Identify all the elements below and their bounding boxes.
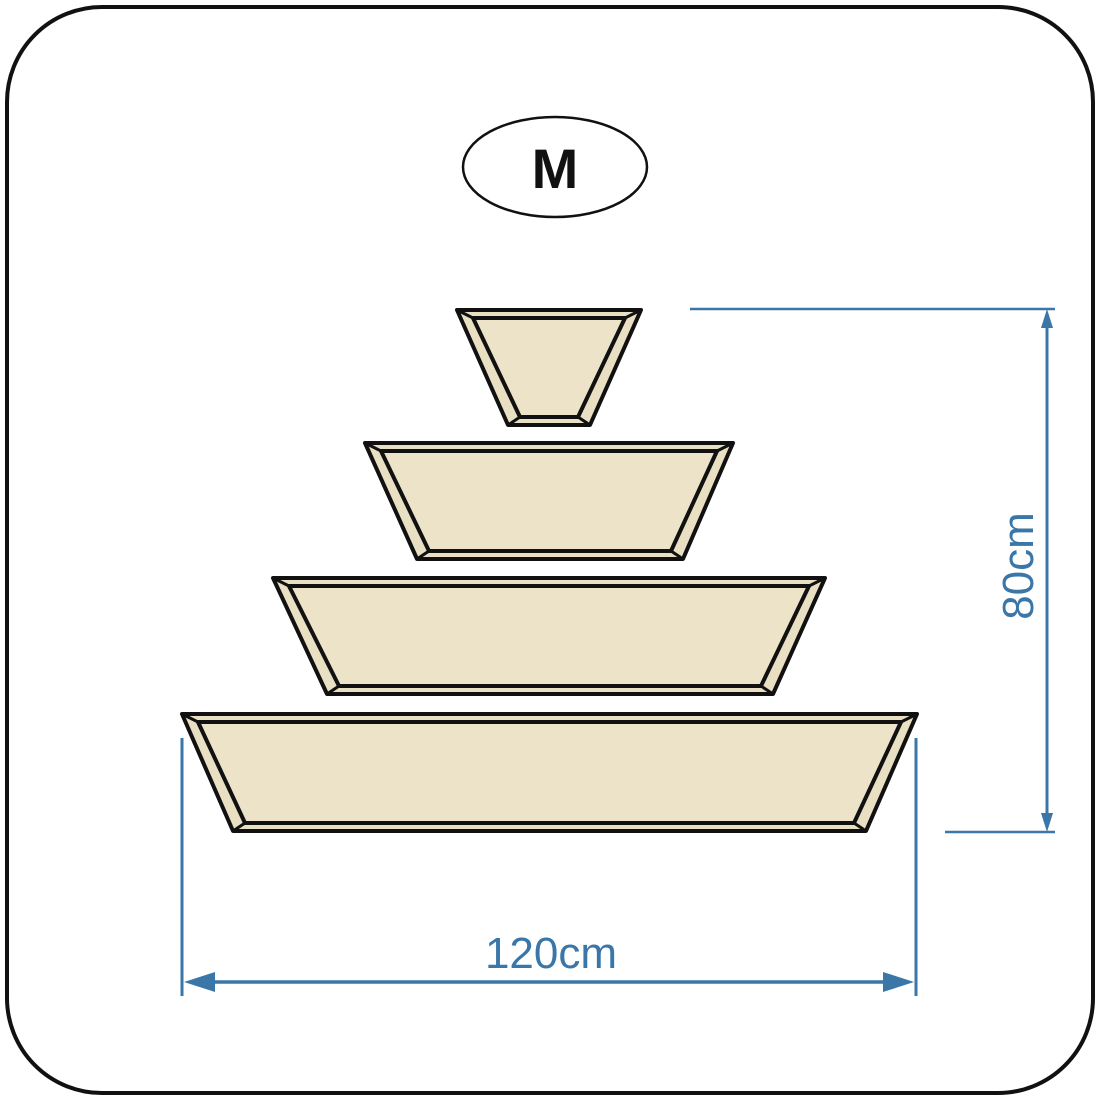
- tier-corner-bevel: [853, 821, 867, 833]
- tier-corner-bevel: [507, 415, 521, 427]
- arrow-left-icon: [184, 972, 215, 992]
- tier-corner-bevel: [808, 576, 826, 588]
- width-label: 120cm: [485, 929, 617, 978]
- tier-corner-bevel: [416, 549, 430, 561]
- size-badge-ellipse: [461, 115, 649, 219]
- tier-corner-bevel: [716, 441, 734, 453]
- width-dimension: 120cm: [180, 738, 918, 996]
- tier-inner-panel: [287, 584, 811, 688]
- tier-corner-bevel: [670, 549, 684, 561]
- height-dimension: 80cm: [690, 307, 1055, 834]
- tier-inner-panel: [379, 449, 719, 553]
- arrow-down-icon: [1041, 813, 1053, 832]
- tier-corner-bevel: [624, 308, 642, 320]
- planter-tiers: [180, 308, 919, 833]
- tier-corner-bevel: [232, 821, 246, 833]
- arrow-up-icon: [1041, 309, 1053, 328]
- arrow-right-icon: [883, 972, 914, 992]
- tier-1-top: [455, 308, 643, 427]
- tier-inner-panel: [196, 720, 903, 825]
- tier-2: [363, 441, 735, 561]
- tier-corner-bevel: [577, 415, 591, 427]
- tier-corner-bevel: [760, 684, 774, 696]
- height-label: 80cm: [994, 512, 1043, 620]
- tier-corner-bevel: [364, 441, 382, 453]
- tier-corner-bevel: [272, 576, 290, 588]
- tier-corner-bevel: [456, 308, 474, 320]
- size-badge-letter: M: [532, 137, 579, 200]
- tier-corner-bevel: [900, 712, 918, 724]
- tier-corner-bevel: [181, 712, 199, 724]
- tier-4-bottom: [180, 712, 919, 833]
- size-badge: M: [461, 115, 649, 219]
- tier-3: [271, 576, 827, 696]
- tier-corner-bevel: [326, 684, 340, 696]
